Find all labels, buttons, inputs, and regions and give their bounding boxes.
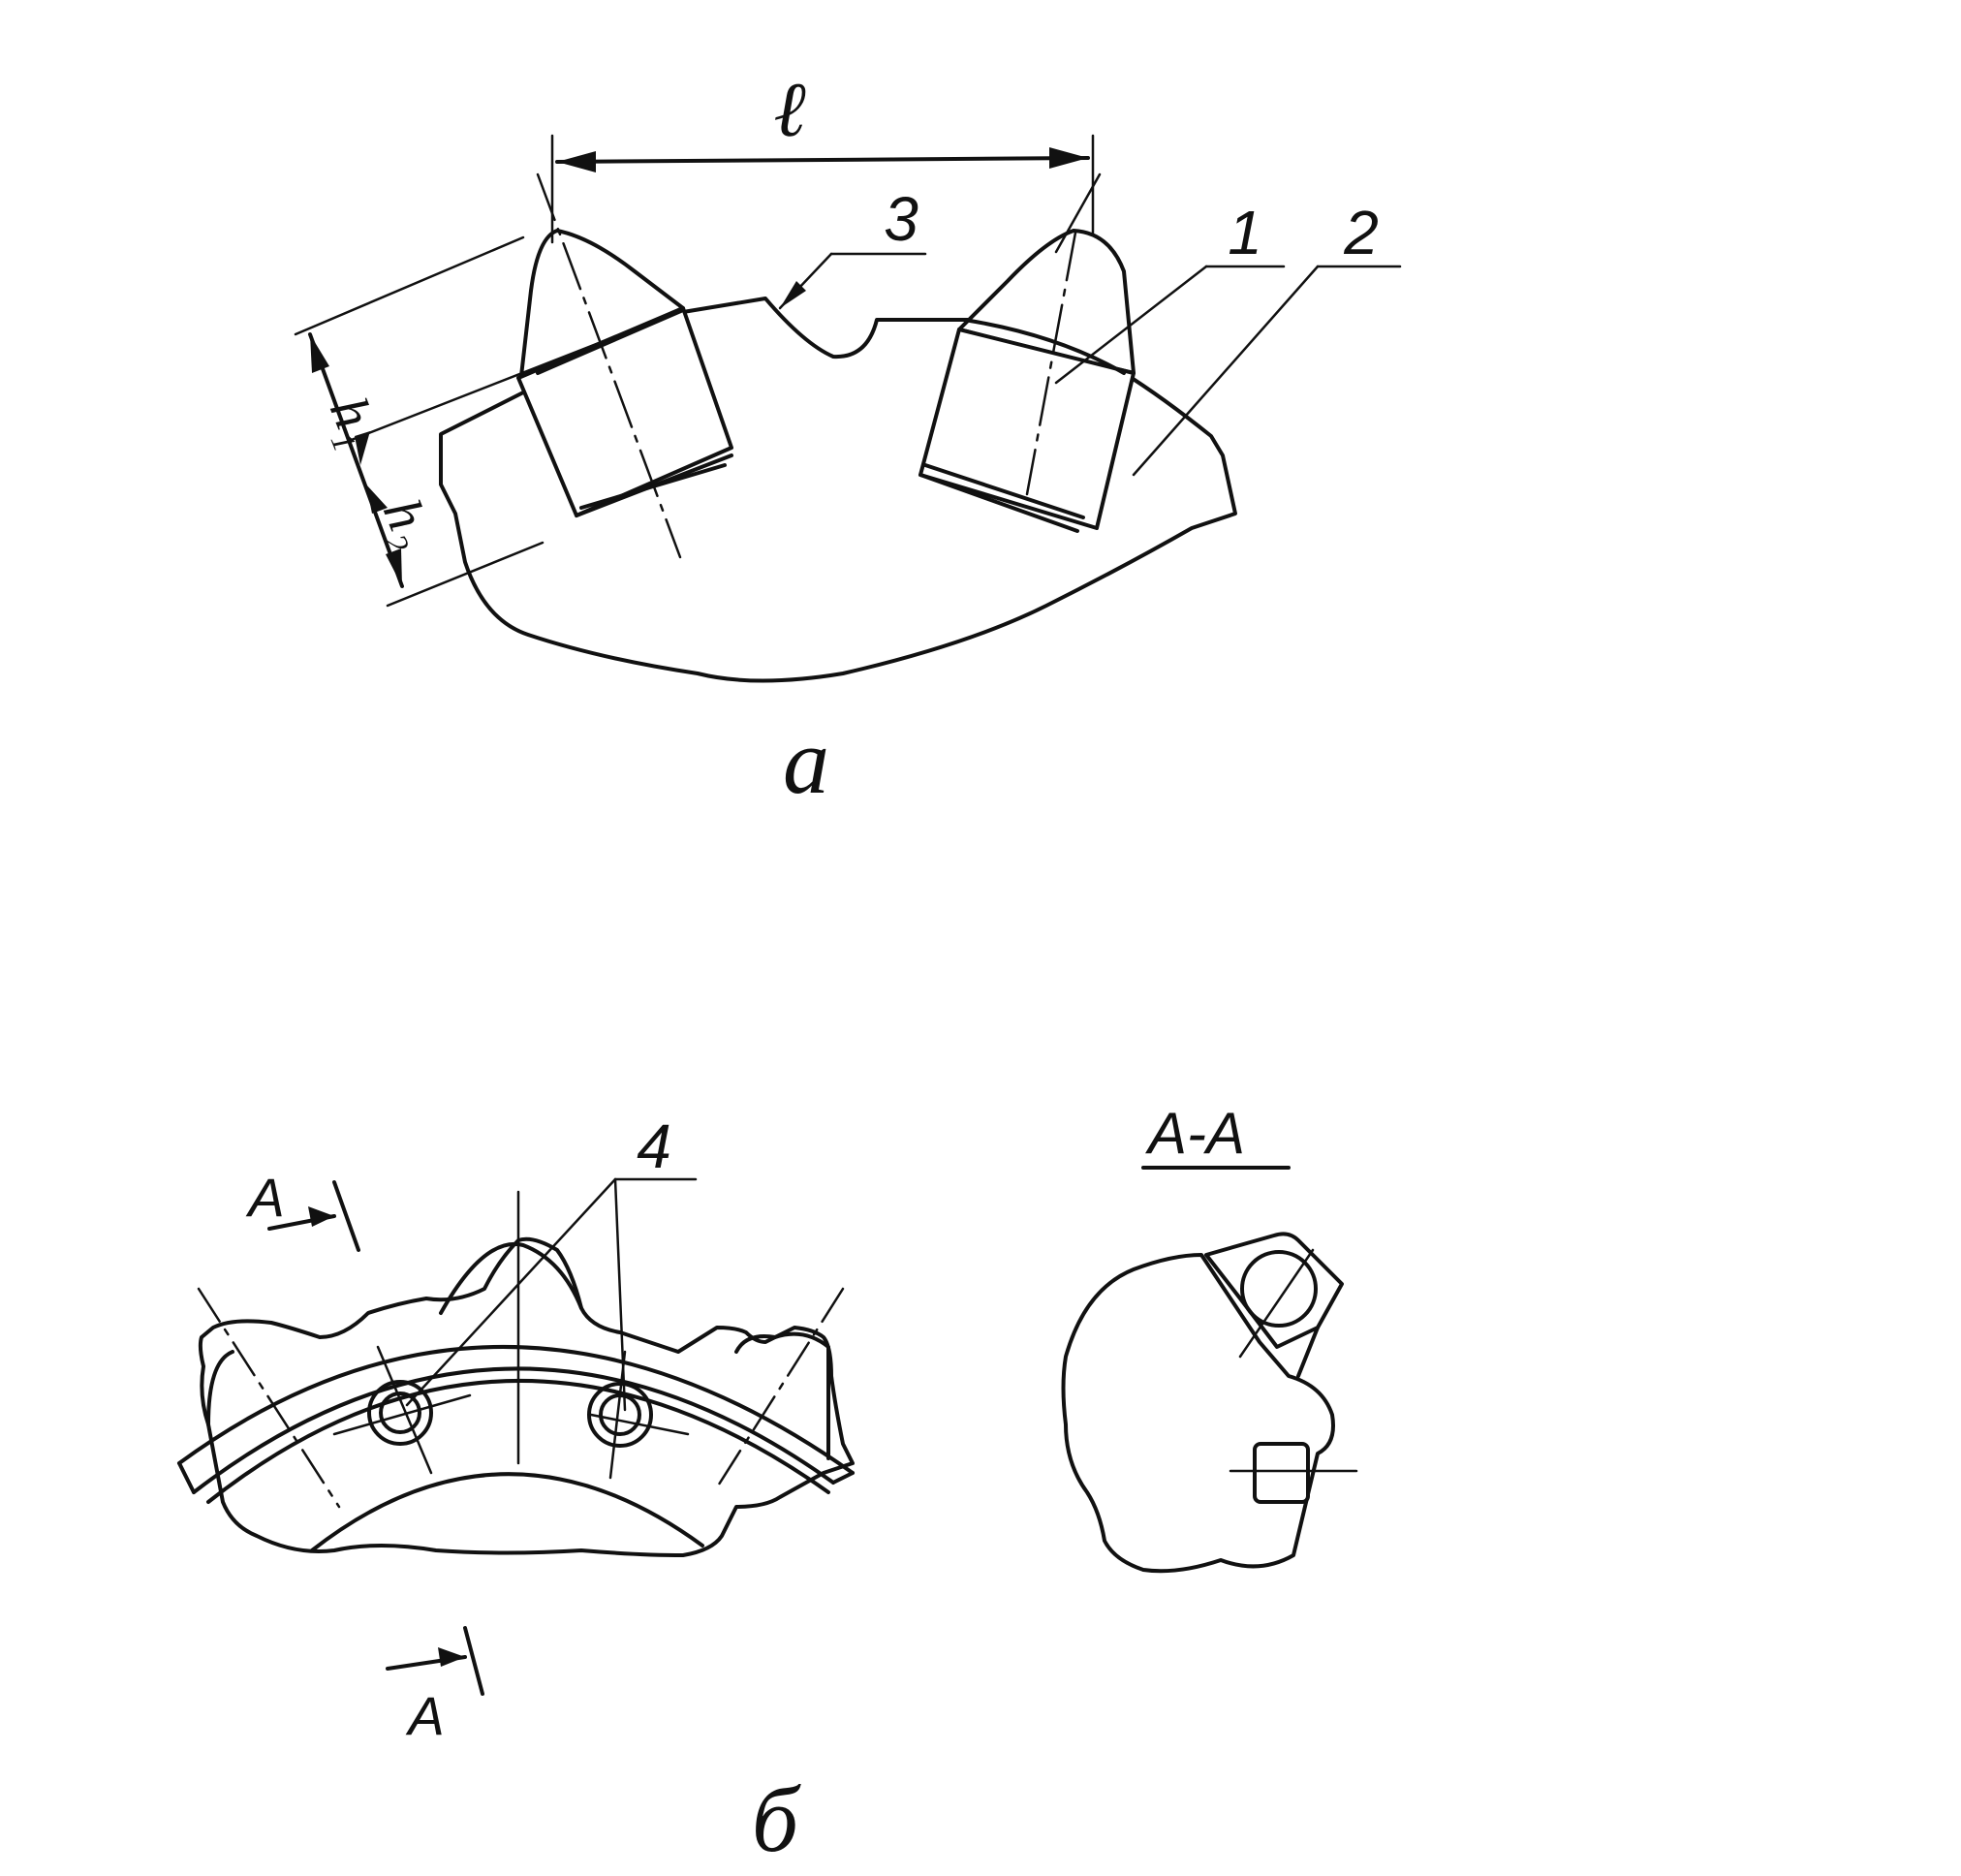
caption-b: б [752,1767,801,1871]
drawing-b: 4 А А б [177,1111,855,1871]
fastener-left [367,1380,433,1446]
section-fastener [1253,1442,1310,1504]
section-mark-bottom: А [405,1685,444,1746]
section-cutter [1204,1232,1344,1349]
h2-label: h₂ [371,491,444,556]
callout-4: 4 [637,1111,671,1181]
h1-label: h₁ [318,390,390,454]
pitch-label: ℓ [773,68,805,153]
section-title: А-А [1145,1101,1245,1166]
left-cutter-tip [519,229,685,378]
section-aa: А-А [1061,1101,1358,1574]
drawing-a-body [439,297,1237,683]
section-mark-top: А [245,1167,284,1228]
section-body [1061,1253,1335,1574]
ring-body [198,1236,855,1557]
callout-1: 1 [1228,198,1262,267]
right-cutter-tip [957,229,1136,375]
fastener-right [587,1382,653,1448]
callout-3: 3 [884,184,918,254]
drawing-a: ℓ h₁ h₂ 3 1 2 а [294,68,1402,813]
caption-a: а [783,709,829,813]
right-cutter-shank [918,328,1136,530]
callout-2: 2 [1343,198,1379,267]
